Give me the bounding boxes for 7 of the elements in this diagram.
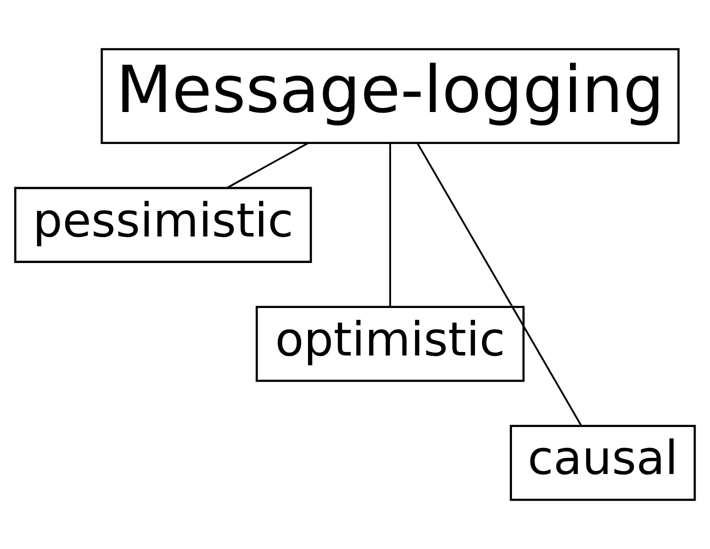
node-box: pessimistic: [14, 186, 312, 263]
connector: [416, 142, 582, 426]
node-box: optimistic: [256, 306, 525, 382]
node-box: causal: [510, 424, 696, 501]
connector: [226, 142, 309, 189]
node-box: Message-logging: [100, 48, 680, 144]
connector: [389, 143, 392, 307]
